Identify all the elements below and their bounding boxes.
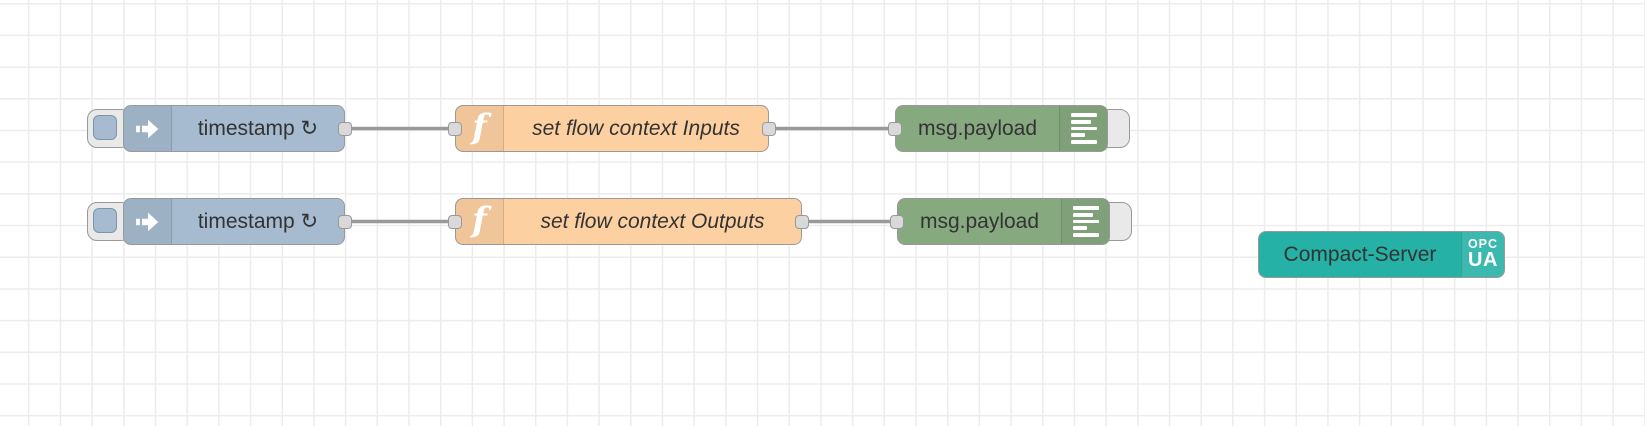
inject-button-pad [93,115,117,140]
output-port[interactable] [338,121,352,136]
inject-icon [124,199,172,244]
opcua-compact-server-node[interactable]: Compact-Server OPC UA [1258,231,1505,278]
node-label: set flow context Inputs [532,116,740,140]
debug-icon [1059,106,1107,151]
inject-button-pad [93,208,117,233]
input-port[interactable] [890,214,904,229]
inject-node[interactable]: timestamp ↻ [123,198,352,245]
node-label: timestamp ↻ [197,117,319,140]
debug-node[interactable]: msg.payload [888,105,1108,152]
function-icon: f [456,106,504,151]
input-port[interactable] [448,121,462,136]
node-label: msg.payload [917,116,1038,140]
output-port[interactable] [762,121,776,136]
inject-node[interactable]: timestamp ↻ [123,105,352,152]
debug-icon [1061,199,1109,244]
output-port[interactable] [338,214,352,229]
function-node[interactable]: f set flow context Inputs [448,105,776,152]
debug-node[interactable]: msg.payload [890,198,1110,245]
input-port[interactable] [448,214,462,229]
function-icon: f [456,199,504,244]
node-label: msg.payload [919,209,1040,233]
opcua-icon: OPC UA [1461,232,1504,277]
node-label: Compact-Server [1283,242,1437,266]
input-port[interactable] [888,121,902,136]
output-port[interactable] [795,214,809,229]
node-label: set flow context Outputs [540,209,765,233]
function-node[interactable]: f set flow context Outputs [448,198,809,245]
node-label: timestamp ↻ [197,210,319,233]
inject-icon [124,106,172,151]
